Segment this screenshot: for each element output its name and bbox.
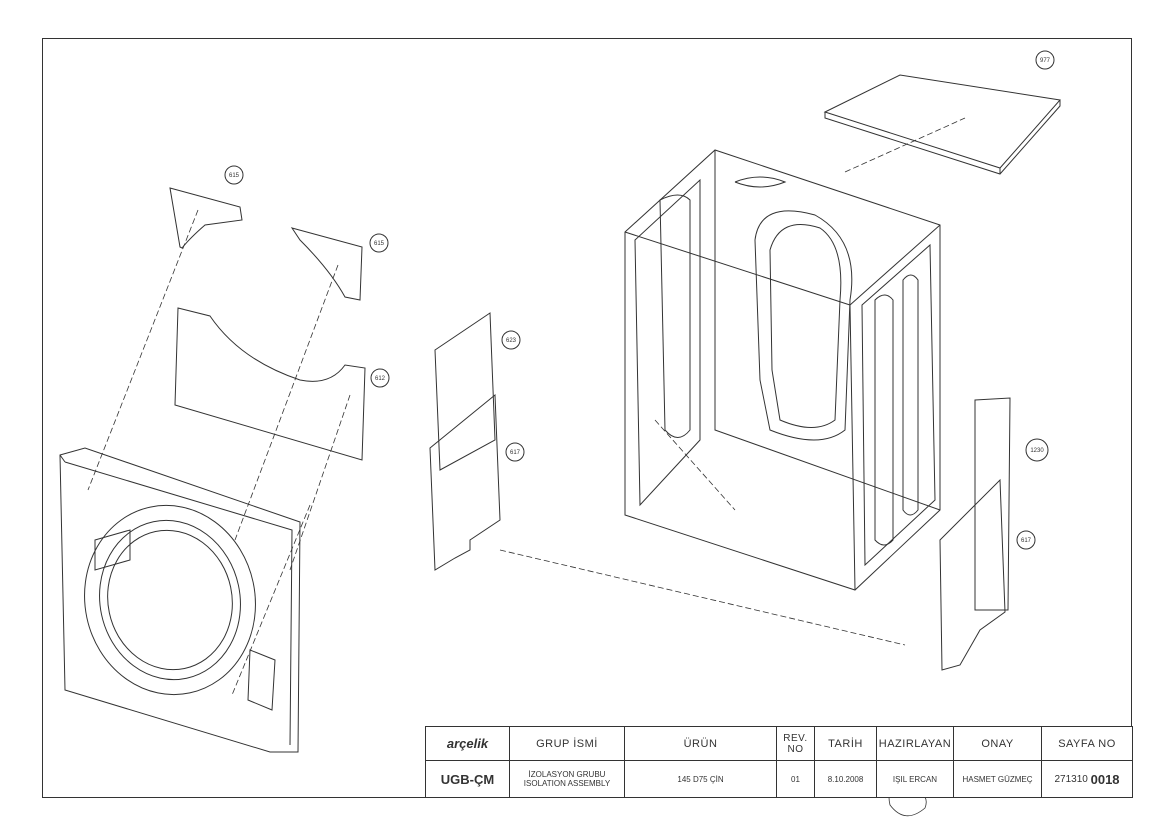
approved-value: HASMET GÜZMEÇ — [954, 761, 1042, 797]
callout-615-a: 615 — [224, 165, 244, 185]
header-rev: REV. NO — [777, 727, 815, 761]
group-name-en: ISOLATION ASSEMBLY — [523, 779, 611, 788]
callout-balloons: 977 615 615 612 623 617 1230 617 — [224, 50, 1055, 550]
callout-977: 977 — [1035, 50, 1055, 70]
callout-617-b: 617 — [1016, 530, 1036, 550]
title-block: arçelik GRUP İSMİ ÜRÜN REV. NO TARİH HAZ… — [425, 726, 1133, 798]
group-value-cell: İZOLASYON GRUBU ISOLATION ASSEMBLY — [510, 761, 625, 797]
header-product: ÜRÜN — [625, 727, 777, 761]
page-prefix: 271310 — [1054, 773, 1088, 785]
svg-text:1230: 1230 — [1030, 448, 1044, 454]
date-value: 8.10.2008 — [815, 761, 877, 797]
side-isolation-panels — [429, 312, 1011, 671]
header-approved: ONAY — [954, 727, 1042, 761]
svg-text:977: 977 — [1040, 58, 1051, 64]
isolation-pieces — [169, 187, 366, 461]
brand-logo: arçelik — [446, 736, 489, 751]
svg-text:617: 617 — [510, 450, 521, 456]
svg-text:612: 612 — [375, 376, 386, 382]
assembly-lines — [87, 117, 966, 696]
header-date: TARİH — [815, 727, 877, 761]
rev-value: 01 — [777, 761, 815, 797]
callout-623: 623 — [501, 330, 521, 350]
department-code: UGB-ÇM — [440, 771, 495, 787]
department-cell: UGB-ÇM — [426, 761, 510, 797]
callout-615-b: 615 — [369, 233, 389, 253]
product-value: 145 D75 ÇİN — [625, 761, 777, 797]
page-suffix: 0018 — [1090, 771, 1120, 787]
svg-text:623: 623 — [506, 338, 517, 344]
callout-1230: 1230 — [1025, 438, 1049, 462]
cabinet-body — [624, 149, 941, 591]
prepared-value: IŞIL ERCAN — [877, 761, 954, 797]
svg-text:615: 615 — [374, 241, 385, 247]
callout-612: 612 — [370, 368, 390, 388]
brand-cell: arçelik — [426, 727, 510, 761]
header-page: SAYFA NO — [1042, 727, 1132, 761]
header-prepared: HAZIRLAYAN — [877, 727, 954, 761]
front-panel — [59, 447, 301, 753]
svg-text:615: 615 — [229, 173, 240, 179]
page-number-cell: 271310 0018 — [1042, 761, 1132, 797]
header-group: GRUP İSMİ — [510, 727, 625, 761]
top-cover — [823, 74, 1061, 175]
group-name-tr: İZOLASYON GRUBU — [528, 770, 606, 779]
callout-617-a: 617 — [505, 442, 525, 462]
svg-text:617: 617 — [1021, 538, 1032, 544]
